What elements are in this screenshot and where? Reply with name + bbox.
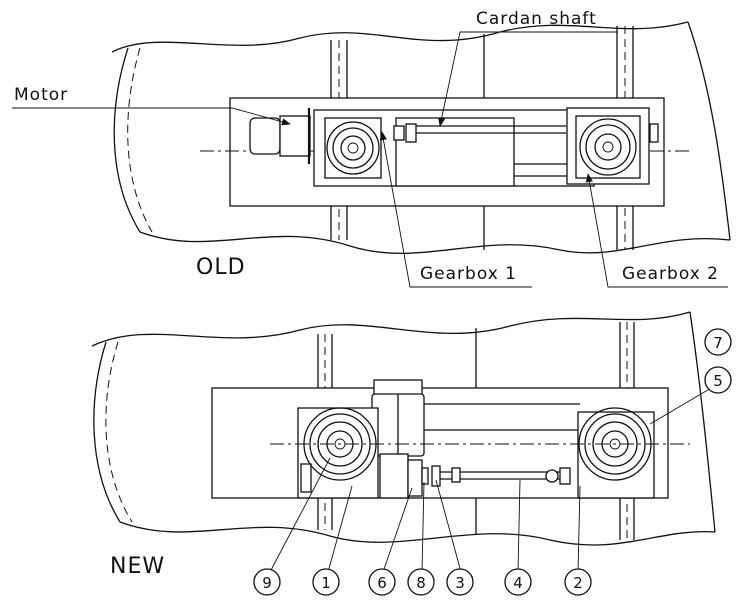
callout-1: 1: [312, 568, 340, 596]
new-coupling: [379, 453, 441, 499]
label-cardan-shaft: Cardan shaft: [476, 9, 597, 29]
title-old: OLD: [196, 255, 246, 280]
old-layout: Motor Cardan shaft Gearbox 1 Gearbox 2 O…: [12, 9, 731, 288]
callout-3: 3: [446, 568, 474, 596]
label-motor: Motor: [14, 85, 68, 105]
old-cardan-shaft: [393, 117, 576, 187]
callout-7: 7: [704, 328, 732, 356]
callout-4: 4: [504, 568, 532, 596]
svg-text:3: 3: [455, 574, 465, 592]
title-new: NEW: [110, 554, 165, 579]
svg-text:7: 7: [713, 334, 723, 352]
new-motor: [371, 379, 425, 457]
old-gearbox-2: [566, 107, 659, 185]
svg-text:1: 1: [321, 574, 331, 592]
old-beam-top-break: [111, 21, 689, 53]
old-beam-bottom-break: [139, 231, 731, 255]
new-beam-bottom-break: [119, 521, 716, 546]
callout-2: 2: [564, 568, 592, 596]
svg-text:6: 6: [377, 574, 387, 592]
svg-text:2: 2: [573, 574, 583, 592]
svg-text:9: 9: [262, 574, 272, 592]
svg-text:4: 4: [513, 574, 523, 592]
new-layout: 9 1 6 8 3 4 2 7 5 NEW: [91, 311, 732, 596]
new-shaft: [440, 467, 571, 485]
callout-5: 5: [704, 366, 732, 394]
svg-text:8: 8: [416, 574, 426, 592]
old-motor: [249, 108, 311, 164]
label-gearbox-2: Gearbox 2: [622, 264, 719, 284]
label-gearbox-1: Gearbox 1: [420, 264, 517, 284]
new-gearbox-right: [577, 407, 655, 499]
callout-8: 8: [407, 568, 435, 596]
callout-6: 6: [368, 568, 396, 596]
new-beam-top-break: [91, 311, 691, 347]
svg-text:5: 5: [713, 372, 723, 390]
callout-9: 9: [253, 568, 281, 596]
new-gearbox-left: [297, 407, 379, 499]
